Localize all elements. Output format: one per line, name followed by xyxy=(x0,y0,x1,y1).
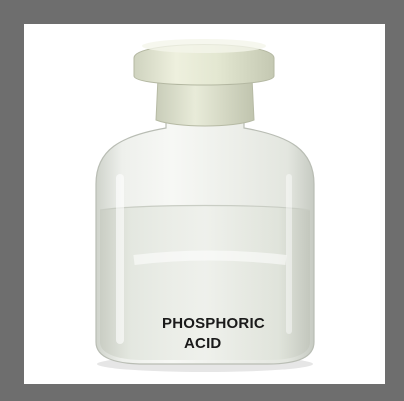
product-label-line-2: ACID xyxy=(184,335,222,352)
bottle-illustration xyxy=(95,39,315,372)
photo-canvas: PHOSPHORIC ACID xyxy=(24,24,385,384)
glass-highlight-left xyxy=(116,174,124,344)
product-label-line-1: PHOSPHORIC xyxy=(162,315,265,332)
glass-highlight-right xyxy=(286,174,292,334)
liquid xyxy=(100,205,310,360)
stopper-highlight xyxy=(142,39,266,53)
bottle-neck xyxy=(155,77,255,127)
liquid-reflection xyxy=(133,250,287,265)
